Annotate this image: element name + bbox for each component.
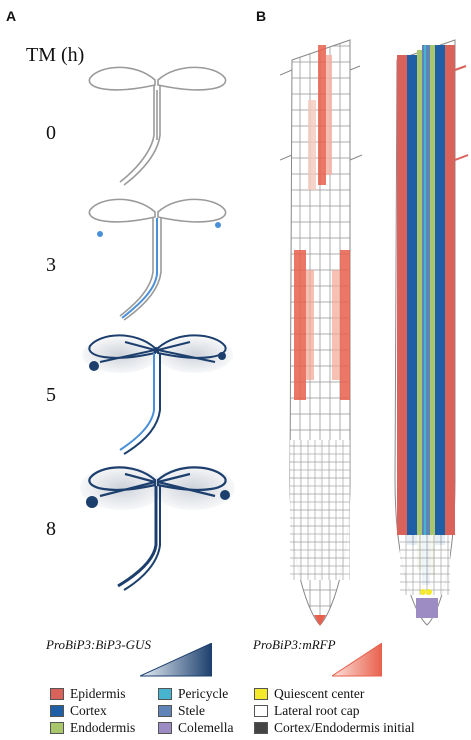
legend-item-stele: Stele — [158, 703, 205, 719]
swatch-cortex-endodermis-initial — [254, 722, 268, 734]
panel-b-label: B — [256, 8, 266, 24]
legend-item-lateral-root-cap: Lateral root cap — [254, 703, 359, 719]
seedling-8h — [80, 466, 235, 590]
mrfp-gradient-wedge — [332, 643, 382, 677]
timecourse-title: TM (h) — [26, 44, 84, 67]
legend-label: Endodermis — [70, 720, 135, 736]
swatch-endodermis — [50, 722, 64, 734]
swatch-stele — [158, 705, 172, 717]
time-label-5: 5 — [46, 384, 56, 407]
legend-item-cortex-endodermis-initial: Cortex/Endodermis initial — [254, 720, 415, 736]
root-mrfp-expression — [280, 40, 362, 626]
legend-label: Colemella — [178, 720, 233, 736]
time-label-8: 8 — [46, 518, 56, 541]
gus-reporter-label: ProBiP3:BiP3-GUS — [46, 637, 151, 653]
legend-item-epidermis: Epidermis — [50, 686, 126, 702]
legend-label: Quiescent center — [274, 686, 364, 702]
swatch-cortex — [50, 705, 64, 717]
swatch-lateral-root-cap — [254, 705, 268, 717]
legend-item-cortex: Cortex — [50, 703, 107, 719]
time-label-3: 3 — [46, 254, 56, 277]
swatch-pericycle — [158, 688, 172, 700]
seedling-5h — [82, 335, 233, 454]
root-cell-maps — [280, 30, 470, 630]
seedling-0h — [89, 67, 225, 185]
legend-label: Cortex/Endodermis initial — [274, 720, 415, 736]
gus-gradient-wedge — [140, 643, 212, 677]
legend-item-pericycle: Pericycle — [158, 686, 228, 702]
swatch-colemella — [158, 722, 172, 734]
legend-label: Lateral root cap — [274, 703, 359, 719]
legend-item-colemella: Colemella — [158, 720, 233, 736]
seedling-timecourse — [80, 50, 240, 600]
legend-item-quiescent-center: Quiescent center — [254, 686, 364, 702]
legend-item-endodermis: Endodermis — [50, 720, 135, 736]
legend-label: Epidermis — [70, 686, 126, 702]
root-celltype-map — [395, 40, 468, 625]
legend-label: Stele — [178, 703, 205, 719]
swatch-epidermis — [50, 688, 64, 700]
mrfp-reporter-label: ProBiP3:mRFP — [253, 637, 336, 653]
panel-a-label: A — [6, 8, 16, 24]
time-label-0: 0 — [46, 122, 56, 145]
legend-label: Cortex — [70, 703, 107, 719]
legend-label: Pericycle — [178, 686, 228, 702]
seedling-3h — [89, 199, 225, 320]
swatch-quiescent-center — [254, 688, 268, 700]
